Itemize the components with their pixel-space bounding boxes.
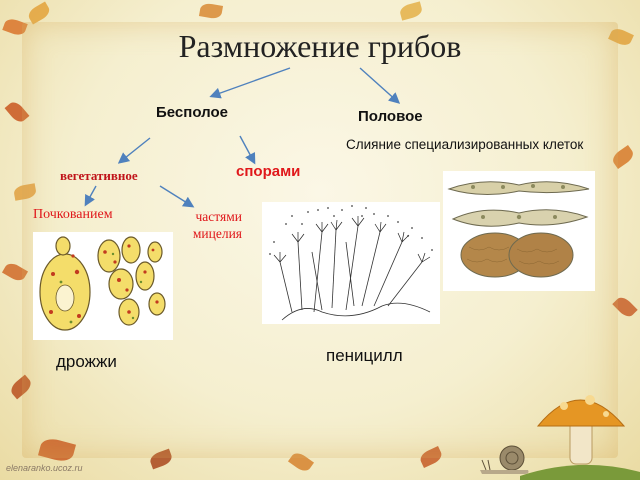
arrow-to-spores — [239, 135, 256, 165]
mushroom-decoration — [520, 395, 640, 480]
label-asexual: Бесполое — [156, 104, 228, 121]
arrow-to-asexual — [209, 67, 291, 99]
arrow-to-mycelium — [159, 185, 195, 208]
snail-decoration — [480, 445, 529, 474]
label-vegetative: вегетативное — [60, 168, 138, 183]
label-mycelium-parts: частями мицелия — [192, 209, 242, 241]
arrow-to-sexual — [359, 67, 401, 104]
penicillium-illustration — [262, 202, 440, 324]
label-sexual: Половое — [358, 108, 423, 125]
source-watermark: elenaranko.ucoz.ru — [6, 463, 83, 473]
label-sexual-description: Слияние специализированных клеток — [346, 137, 584, 152]
label-budding: Почкованием — [33, 207, 113, 222]
label-spores: спорами — [236, 163, 301, 180]
yeast-illustration — [33, 232, 173, 340]
caption-penicillium: пеницилл — [326, 346, 403, 365]
arrow-to-vegetative — [117, 137, 151, 164]
sexual-cells-illustration — [443, 171, 595, 291]
caption-yeast: дрожжи — [56, 352, 117, 371]
slide-title: Размножение грибов — [178, 28, 462, 64]
arrow-to-budding — [84, 185, 97, 207]
